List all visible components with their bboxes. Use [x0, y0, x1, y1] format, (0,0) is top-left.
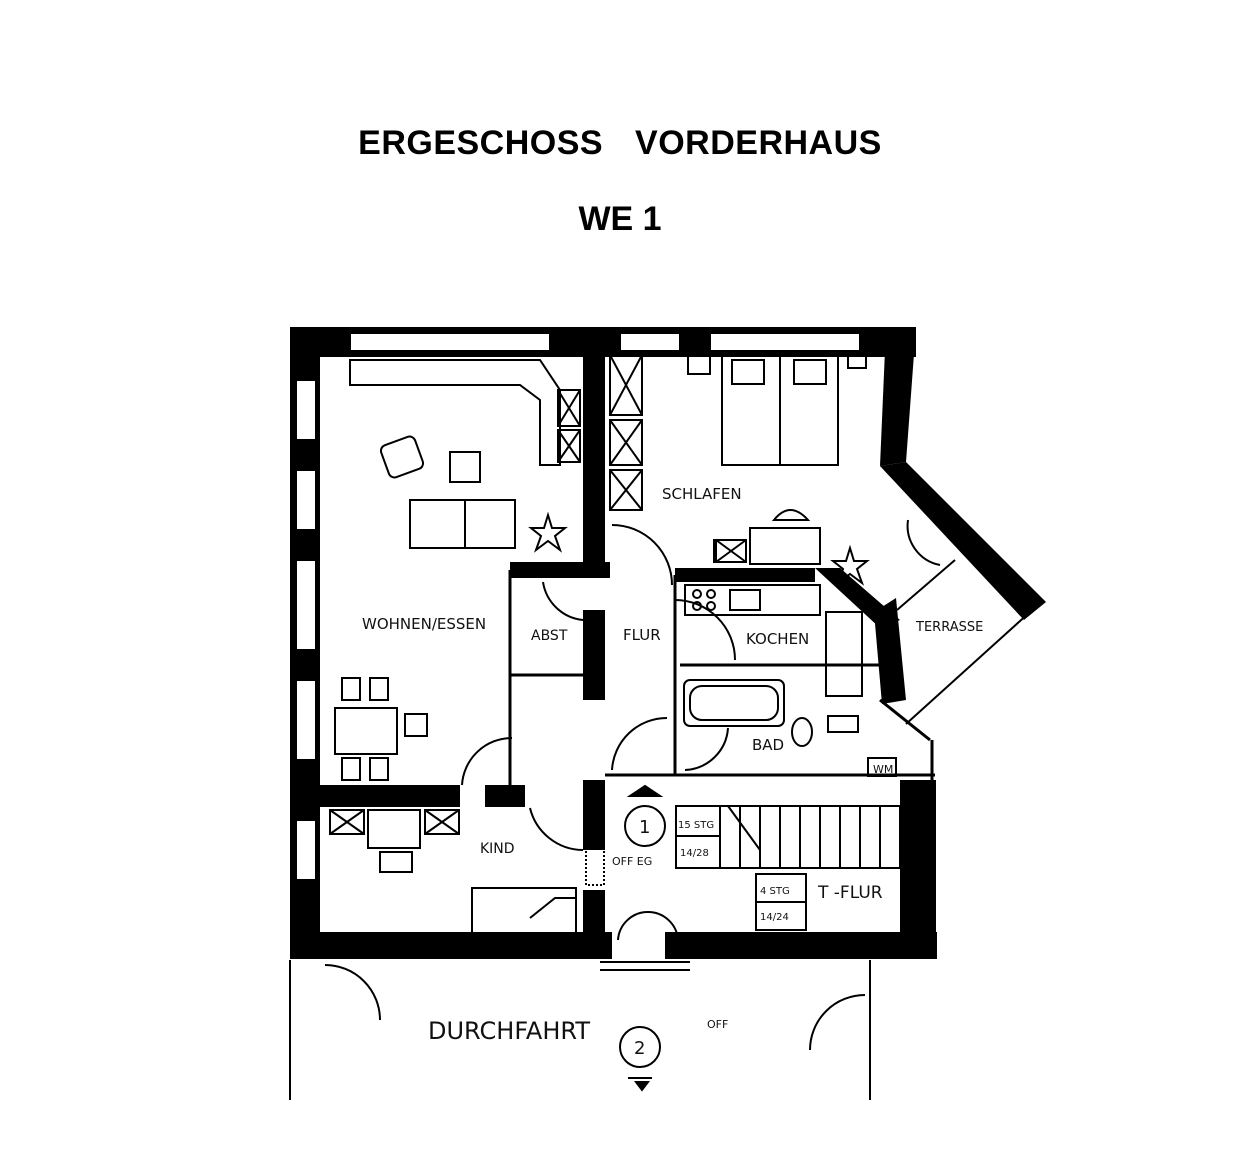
room-label-kochen: KOCHEN [746, 630, 809, 648]
marker-1-label: 1 [639, 817, 650, 838]
room-label-schlafen: SCHLAFEN [662, 485, 742, 503]
furniture [334, 351, 1031, 937]
room-label-durchfahrt: DURCHFAHRT [428, 1017, 590, 1045]
stair-lower-count: 4 STG [760, 886, 790, 897]
unit-label: WE 1 [578, 200, 662, 238]
room-label-tflur: T -FLUR [817, 883, 883, 903]
plan-title: ERGESCHOSS VORDERHAUS [358, 124, 882, 162]
left-windows [295, 379, 317, 881]
room-label-wm: WM [873, 763, 893, 776]
interior-walls [320, 327, 936, 950]
off-eg-label: OFF EG [612, 855, 652, 868]
room-label-abst: ABST [531, 628, 568, 644]
room-label-terrasse: TERRASSE [915, 620, 983, 635]
door-swings [324, 519, 941, 1051]
room-label-kind: KIND [480, 841, 515, 857]
passage-outline [289, 960, 871, 1100]
level-markers [619, 784, 666, 1092]
off-label: OFF [707, 1018, 728, 1031]
stair-upper-count: 15 STG [678, 820, 714, 831]
storage-units [329, 354, 747, 886]
room-label-flur: FLUR [623, 626, 661, 644]
plant-icons [528, 511, 870, 586]
top-windows [349, 332, 861, 352]
room-label-wohnen: WOHNEN/ESSEN [362, 615, 486, 633]
stair-lower-dim: 14/24 [760, 912, 789, 923]
marker-2-label: 2 [634, 1038, 645, 1059]
staircase [675, 805, 901, 931]
stair-upper-dim: 14/28 [680, 848, 709, 859]
room-label-bad: BAD [752, 736, 784, 754]
